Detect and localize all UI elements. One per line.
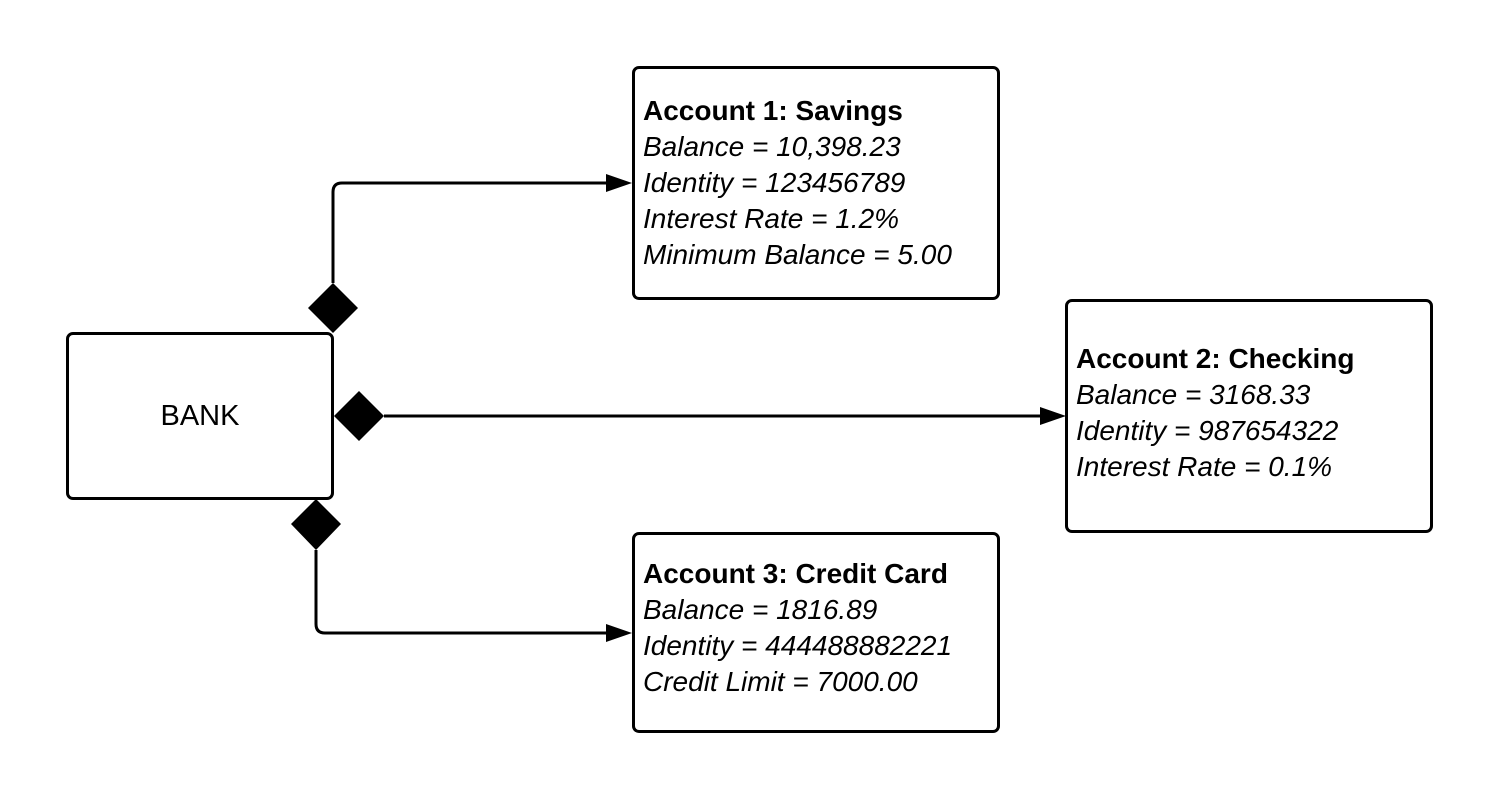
account-node-checking: Account 2: Checking Balance = 3168.33 Id… [1065,299,1433,533]
account-title: Account 2: Checking [1076,343,1355,374]
connector-bank-to-account-2 [334,391,1066,441]
account-node-savings: Account 1: Savings Balance = 10,398.23 I… [632,66,1000,300]
connector-bank-to-account-3 [291,499,632,642]
bank-node: BANK [66,332,334,500]
account-balance: Balance = 3168.33 [1076,379,1311,410]
account-identity: Identity = 987654322 [1076,415,1339,446]
composition-diamond-icon [308,283,358,333]
account-balance: Balance = 10,398.23 [643,131,901,162]
account-balance: Balance = 1816.89 [643,594,878,625]
account-title: Account 3: Credit Card [643,558,948,589]
arrowhead-icon [606,624,632,642]
composition-diamond-icon [291,499,341,550]
account-interest-rate: Interest Rate = 1.2% [643,203,900,234]
account-node-credit-card: Account 3: Credit Card Balance = 1816.89… [632,532,1000,733]
account-credit-limit: Credit Limit = 7000.00 [643,666,918,697]
arrowhead-icon [606,174,632,192]
account-identity: Identity = 123456789 [643,167,906,198]
account-title: Account 1: Savings [643,95,903,126]
bank-label: BANK [160,399,240,432]
account-minimum-balance: Minimum Balance = 5.00 [643,239,952,270]
composition-diamond-icon [334,391,384,441]
arrowhead-icon [1040,407,1066,425]
connector-bank-to-account-1 [308,174,632,333]
account-interest-rate: Interest Rate = 0.1% [1076,451,1333,482]
account-identity: Identity = 444488882221 [643,630,953,661]
